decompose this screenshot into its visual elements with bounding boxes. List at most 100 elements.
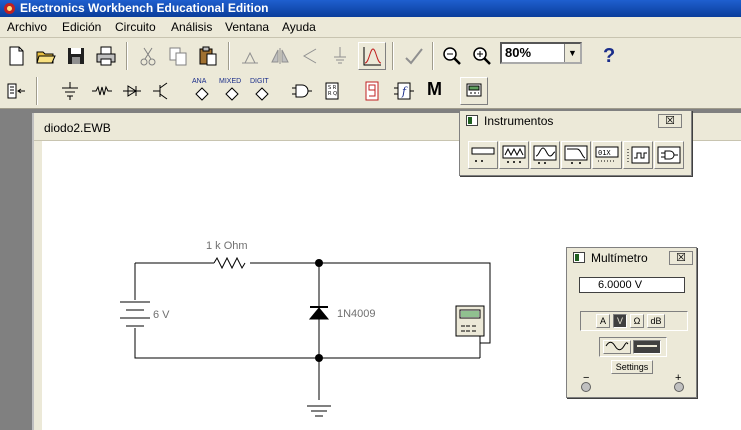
dc-line-icon	[637, 345, 657, 347]
title-bar: Electronics Workbench Educational Editio…	[0, 0, 741, 17]
mode-db-button[interactable]: dB	[647, 314, 665, 328]
scissors-icon	[140, 47, 156, 66]
favorites-bin-button[interactable]	[2, 77, 30, 105]
multimeter-panel: Multímetro ☒ 6.0000 V A V Ω dB Settings …	[566, 247, 697, 398]
ground-source-icon	[62, 82, 78, 100]
open-button[interactable]	[32, 42, 60, 70]
instruments-panel-title: Instrumentos	[484, 114, 554, 128]
mixed-ics-button[interactable]: MIXED	[218, 77, 246, 105]
ac-dc-button-group	[599, 337, 667, 357]
paste-button[interactable]	[194, 42, 222, 70]
multimeter-instrument-button[interactable]	[468, 141, 498, 169]
open-folder-icon	[36, 51, 56, 64]
oscilloscope-button[interactable]	[530, 141, 560, 169]
component-properties-button[interactable]	[400, 42, 428, 70]
menu-analisis[interactable]: Análisis	[171, 20, 213, 34]
sources-button[interactable]	[56, 77, 84, 105]
graph-curve-icon	[363, 47, 382, 66]
chevron-down-icon[interactable]: ▼	[564, 44, 580, 62]
help-label: ?	[603, 45, 616, 67]
toolbar-separator	[228, 42, 230, 70]
zoom-out-icon	[443, 47, 461, 65]
svg-text:S R: S R	[328, 85, 337, 91]
menu-ventana[interactable]: Ventana	[225, 20, 270, 34]
zoom-select[interactable]: 80% ▼	[500, 42, 582, 64]
menu-edicion[interactable]: Edición	[62, 20, 102, 34]
resistor-icon	[92, 85, 112, 96]
multimeter-panel-title: Multímetro	[591, 251, 648, 265]
mode-ohm-button[interactable]: Ω	[630, 314, 644, 328]
positive-terminal-label: +	[675, 372, 682, 384]
indicators-button[interactable]	[358, 77, 386, 105]
digit-label: DIGIT	[250, 78, 269, 85]
close-button[interactable]: ☒	[669, 251, 693, 265]
save-button[interactable]	[62, 42, 90, 70]
bode-plotter-button[interactable]	[561, 141, 591, 169]
mode-volt-button[interactable]: V	[613, 314, 627, 328]
zoom-in-button[interactable]	[468, 42, 496, 70]
mixed-ic-icon	[225, 87, 239, 101]
subcircuit-icon	[334, 47, 346, 64]
graph-button[interactable]	[358, 42, 386, 70]
menu-bar: Archivo Edición Circuito Análisis Ventan…	[0, 17, 741, 38]
multimeter-display: 6.0000 V	[579, 277, 685, 293]
close-button[interactable]: ☒	[658, 114, 682, 128]
logic-gates-button[interactable]	[288, 77, 316, 105]
instruments-panel-header[interactable]: Instrumentos ☒	[460, 111, 691, 131]
positive-terminal[interactable]	[674, 382, 684, 392]
diodes-button[interactable]	[118, 77, 146, 105]
negative-terminal[interactable]	[581, 382, 591, 392]
subcircuit-button[interactable]	[326, 42, 354, 70]
cut-button[interactable]	[134, 42, 162, 70]
pencil-check-icon	[405, 48, 423, 65]
floppy-disk-icon	[68, 48, 84, 64]
multimeter-icon	[471, 147, 495, 162]
instruments-button[interactable]	[460, 77, 488, 105]
instrument-icon	[466, 83, 482, 97]
copy-button[interactable]	[164, 42, 192, 70]
analog-ics-button[interactable]: ANA	[188, 77, 216, 105]
logic-analyzer-button[interactable]	[623, 141, 653, 169]
transistors-button[interactable]	[148, 77, 176, 105]
dc-button[interactable]	[633, 340, 661, 354]
function-generator-button[interactable]	[499, 141, 529, 169]
zoom-out-button[interactable]	[438, 42, 466, 70]
ac-button[interactable]	[603, 340, 631, 354]
flip-horizontal-icon	[271, 48, 289, 64]
print-button[interactable]	[92, 42, 120, 70]
new-button[interactable]	[2, 42, 30, 70]
multimeter-panel-header[interactable]: Multímetro ☒	[567, 248, 696, 268]
settings-button[interactable]: Settings	[611, 360, 653, 374]
menu-circuito[interactable]: Circuito	[115, 20, 156, 34]
toolbar-separator	[432, 42, 434, 70]
basic-button[interactable]	[88, 77, 116, 105]
toolbar-separator	[392, 42, 394, 70]
menu-ayuda[interactable]: Ayuda	[282, 20, 316, 34]
svg-text:01X: 01X	[598, 149, 611, 157]
rotate-icon	[242, 51, 258, 64]
negative-terminal-label: −	[583, 372, 590, 384]
digital-ics-button[interactable]: DIGIT	[248, 77, 276, 105]
mode-ampere-button[interactable]: A	[596, 314, 610, 328]
miscellaneous-button[interactable]: M	[420, 77, 448, 105]
m-label: M	[427, 79, 442, 99]
sine-wave-icon	[605, 341, 629, 351]
flip-vertical-button[interactable]	[296, 42, 324, 70]
logic-converter-button[interactable]	[654, 141, 684, 169]
controls-button[interactable]: f	[390, 77, 418, 105]
svg-text:R Q: R Q	[328, 91, 337, 97]
flip-horizontal-button[interactable]	[266, 42, 294, 70]
menu-archivo[interactable]: Archivo	[7, 20, 48, 34]
rotate-button[interactable]	[236, 42, 264, 70]
word-generator-icon: 01X	[595, 146, 619, 162]
and-gate-icon	[292, 84, 312, 98]
toolbar-separator	[36, 77, 38, 105]
zoom-value: 80%	[505, 45, 532, 60]
word-generator-button[interactable]: 01X	[592, 141, 622, 169]
logic-analyzer-icon	[627, 146, 650, 164]
multimeter-symbol[interactable]	[455, 305, 485, 337]
help-button[interactable]: ?	[594, 42, 622, 70]
window-title: Electronics Workbench Educational Editio…	[20, 1, 269, 15]
